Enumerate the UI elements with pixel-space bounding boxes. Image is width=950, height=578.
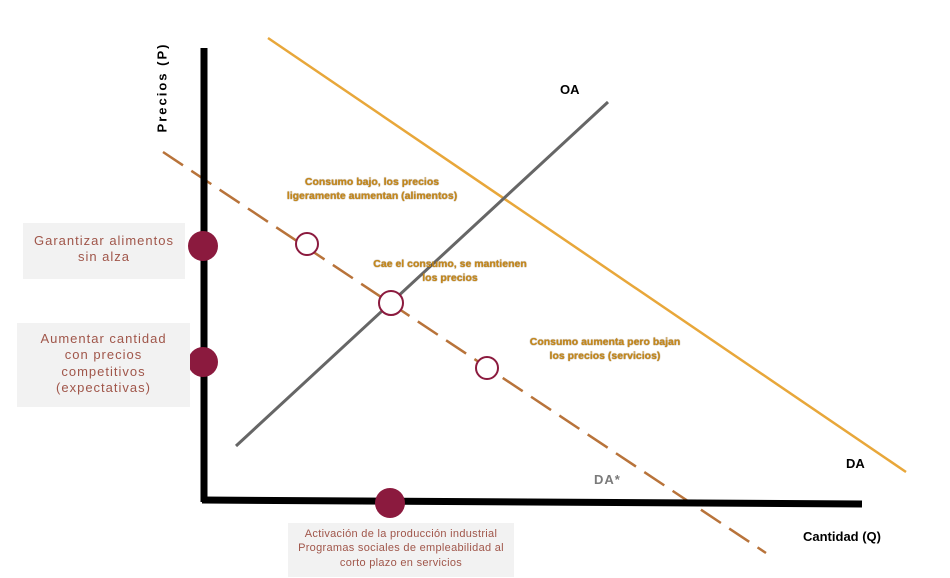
policy-activation-line-2: Programas sociales de empleabilidad al <box>298 542 504 555</box>
policy-activation-line-3: corto plazo en servicios <box>339 556 463 569</box>
policy-guarantee-line-1: Garantizar alimentos <box>34 233 174 248</box>
label-da-star: DA* <box>594 472 621 487</box>
policy-box-activation: Activación de la producción industrial P… <box>288 523 514 577</box>
note-rises-consumption-line-2: los precios (servicios) <box>549 349 661 362</box>
policy-increase-line-4: (expectativas) <box>56 379 151 395</box>
note-low-consumption-line-2: ligeramente aumentan (alimentos) <box>286 189 458 202</box>
policy-increase-line-1: Aumentar cantidad <box>40 331 167 346</box>
policy-box-increase: Aumentar cantidad con precios competitiv… <box>17 323 190 407</box>
x-axis <box>201 496 863 508</box>
note-rises-consumption-line-1: Consumo aumenta pero bajan <box>529 336 681 348</box>
note-low-consumption: Consumo bajo, los precios ligeramente au… <box>262 176 482 203</box>
policy-box-guarantee: Garantizar alimentos sin alza <box>23 223 185 279</box>
demand-curve-da <box>267 36 907 474</box>
policy-increase-line-3: competitivos <box>61 363 146 379</box>
note-falls-consumption-line-2: los precios <box>422 271 478 284</box>
policy-activation-line-1: Activación de la producción industrial <box>304 528 498 540</box>
demand-curve-da-star <box>162 150 767 555</box>
point-low-consumption <box>295 232 319 256</box>
note-falls-consumption: Cae el consumo, se mantienen los precios <box>345 258 555 285</box>
marker-guarantee-food <box>188 231 218 261</box>
marker-industrial-activation <box>375 488 405 518</box>
note-low-consumption-line-1: Consumo bajo, los precios <box>304 176 440 188</box>
policy-increase-line-2: con precios <box>64 347 143 363</box>
label-oa: OA <box>560 82 580 97</box>
x-axis-label: Cantidad (Q) <box>803 529 881 544</box>
policy-guarantee-line-2: sin alza <box>77 249 131 265</box>
point-equilibrium <box>378 290 404 316</box>
y-axis-label: Precios (P) <box>154 42 170 133</box>
note-rises-consumption: Consumo aumenta pero bajan los precios (… <box>500 336 710 363</box>
supply-curve-oa <box>234 100 610 448</box>
point-rises-consumption <box>475 356 499 380</box>
note-falls-consumption-line-1: Cae el consumo, se mantienen <box>373 258 527 270</box>
marker-increase-quantity <box>188 347 218 377</box>
label-da: DA <box>846 456 865 471</box>
